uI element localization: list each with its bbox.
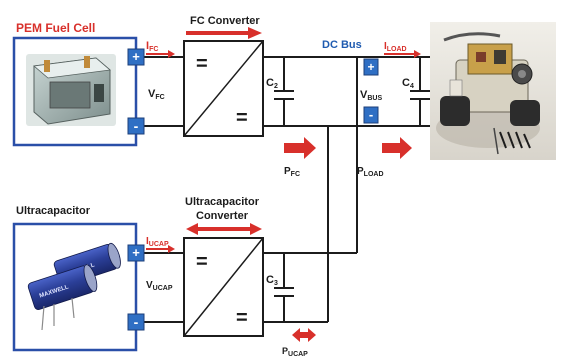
ultracap-image: MAXWELL MAXWELL xyxy=(27,242,121,331)
fc-converter-input-symbol: = xyxy=(196,53,208,75)
fc-power-label: PFC xyxy=(284,166,300,178)
fc-current-label: IFC xyxy=(146,40,158,53)
bus-voltage-label: VBUS xyxy=(360,89,382,102)
fuel-cell-block: PEM Fuel Cell + - xyxy=(12,21,145,147)
bus-plus-sign: + xyxy=(367,60,374,74)
uc-converter-diagonal xyxy=(183,237,264,337)
load-current-arrow xyxy=(384,50,421,58)
ultracap-block: Ultracapacitor MAXWELL MAXWELL + xyxy=(12,205,145,352)
ucap-plus-sign: + xyxy=(132,245,140,260)
load-power-label: PLOAD xyxy=(357,166,384,178)
capacitor-plates xyxy=(274,90,430,297)
fc-positive-terminal xyxy=(127,48,145,66)
ucap-power-arrow xyxy=(292,328,316,342)
fc-minus-sign: - xyxy=(134,118,139,134)
uc-converter-block: Ultracapacitor Converter = = xyxy=(183,196,264,337)
uc-converter-output-symbol: = xyxy=(236,307,248,329)
load-power-arrow xyxy=(382,137,412,159)
fc-converter-diagonal xyxy=(183,40,264,137)
c4-label: C4 xyxy=(402,77,414,90)
c2-label: C2 xyxy=(266,77,278,90)
ultracap-title: Ultracapacitor xyxy=(16,205,91,217)
fc-voltage-label: VFC xyxy=(148,88,165,101)
load-robot-image xyxy=(430,22,556,160)
uc-converter-input-symbol: = xyxy=(196,251,208,273)
ucap-minus-sign: - xyxy=(134,314,139,330)
dc-bus-title: DC Bus xyxy=(322,39,362,51)
fc-converter-direction-arrow xyxy=(186,27,262,39)
wiring xyxy=(144,56,430,323)
bus-negative-terminal xyxy=(363,106,379,124)
fc-current-arrow xyxy=(146,50,175,58)
fc-converter-block: FC Converter = = xyxy=(183,15,264,137)
fuel-cell-title: PEM Fuel Cell xyxy=(16,21,95,35)
fc-converter-title: FC Converter xyxy=(190,15,260,27)
c3-label: C3 xyxy=(266,274,278,287)
fc-converter-output-symbol: = xyxy=(236,107,248,129)
bus-minus-sign: - xyxy=(369,107,373,122)
ucap-current-label: IUCAP xyxy=(146,236,169,248)
ucap-power-label: PUCAP xyxy=(282,346,308,358)
ucap-current-arrow xyxy=(146,245,175,253)
ucap-positive-terminal xyxy=(127,244,145,262)
load-current-label: ILOAD xyxy=(384,41,407,53)
fuel-cell-image xyxy=(26,54,116,126)
uc-converter-bidirectional-arrow xyxy=(186,223,262,235)
ucap-negative-terminal xyxy=(127,313,145,331)
fc-power-arrow xyxy=(284,137,316,159)
uc-converter-title-line2: Converter xyxy=(196,210,249,222)
uc-converter-title-line1: Ultracapacitor xyxy=(185,196,260,208)
ucap-voltage-label: VUCAP xyxy=(146,280,173,292)
bus-positive-terminal xyxy=(363,58,379,76)
fc-plus-sign: + xyxy=(132,49,140,64)
fc-negative-terminal xyxy=(127,117,145,135)
